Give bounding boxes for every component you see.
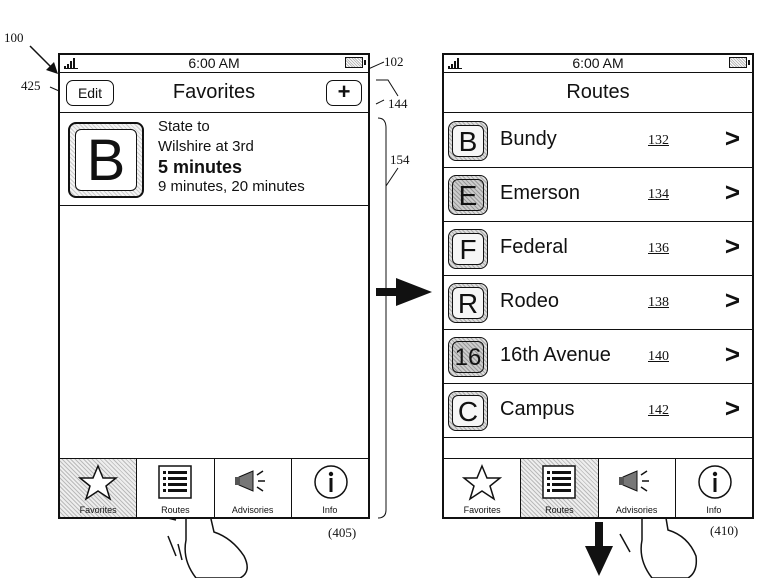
list-icon	[542, 465, 576, 499]
route-badge-letter: E	[452, 179, 484, 211]
status-bar: 6:00 AM	[60, 55, 368, 73]
figure-ref: 100	[4, 30, 24, 45]
route-ref: 136	[648, 241, 669, 256]
route-badge-letter: B	[452, 125, 484, 157]
status-bar: 6:00 AM	[444, 55, 752, 73]
tab-advisories[interactable]: Advisories	[214, 459, 292, 517]
route-badge-letter: 16	[452, 341, 484, 373]
page-title: Favorites	[172, 81, 256, 103]
route-badge: B	[68, 122, 144, 198]
tab-favorites[interactable]: Favorites	[60, 459, 138, 517]
tab-label-favorites: Favorites	[79, 505, 117, 515]
route-name: Federal	[500, 236, 568, 258]
status-time: 6:00 AM	[188, 55, 240, 71]
route-badge: 16	[448, 337, 488, 377]
tab-label-routes: Routes	[161, 505, 190, 515]
route-name: Bundy	[500, 128, 557, 150]
star-icon	[462, 464, 502, 501]
route-row[interactable]: 16 16th Avenue 140 >	[444, 329, 752, 384]
favorite-line1: State to	[158, 118, 210, 135]
route-badge-letter: R	[452, 287, 484, 319]
route-badge: C	[448, 391, 488, 431]
battery-icon	[729, 57, 750, 68]
tab-label-info: Info	[322, 505, 338, 515]
nav-bar: Edit Favorites +	[60, 72, 368, 113]
route-name: Rodeo	[500, 290, 559, 312]
route-badge-letter: C	[452, 395, 484, 427]
tab-info[interactable]: Info	[675, 459, 752, 517]
tab-label-routes: Routes	[545, 505, 574, 515]
nav-bar: Routes	[444, 72, 752, 113]
route-ref: 138	[648, 295, 669, 310]
chevron-right-icon: >	[724, 339, 740, 369]
route-ref: 140	[648, 349, 669, 364]
signal-icon	[64, 58, 78, 69]
megaphone-icon	[618, 470, 649, 492]
edit-ref: 425	[21, 78, 41, 93]
favorite-details: State to Wilshire at 3rd 5 minutes 9 min…	[158, 117, 305, 197]
favorite-line2: Wilshire at 3rd	[158, 138, 254, 155]
route-row[interactable]: E Emerson 134 >	[444, 167, 752, 222]
screen-ref-left: (405)	[328, 525, 357, 540]
tab-advisories[interactable]: Advisories	[598, 459, 676, 517]
chevron-right-icon: >	[724, 177, 740, 207]
route-ref: 134	[648, 187, 669, 202]
tab-label-advisories: Advisories	[615, 505, 658, 515]
tab-label-favorites: Favorites	[463, 505, 501, 515]
route-row[interactable]: F Federal 136 >	[444, 221, 752, 276]
chevron-right-icon: >	[724, 231, 740, 261]
route-badge: F	[448, 229, 488, 269]
edit-button[interactable]: Edit	[66, 80, 114, 106]
routes-screen: 6:00 AM Routes B Bundy 132 > E Emerson 1…	[442, 53, 754, 519]
tab-label-info: Info	[706, 505, 722, 515]
chevron-right-icon: >	[724, 393, 740, 423]
route-badge-letter: F	[452, 233, 484, 265]
star-icon	[78, 464, 118, 501]
route-ref: 142	[648, 403, 669, 418]
content-ref: 154	[390, 152, 410, 167]
megaphone-icon	[234, 470, 265, 492]
info-icon	[698, 465, 732, 499]
status-time: 6:00 AM	[572, 55, 624, 71]
route-row[interactable]: C Campus 142 >	[444, 383, 752, 438]
favorite-next-times: 9 minutes, 20 minutes	[158, 178, 305, 195]
route-row[interactable]: R Rodeo 138 >	[444, 275, 752, 330]
chevron-right-icon: >	[724, 123, 740, 153]
route-name: Campus	[500, 398, 575, 420]
route-badge: E	[448, 175, 488, 215]
screen-ref-right: (410)	[710, 523, 739, 538]
add-button[interactable]: +	[326, 80, 362, 106]
favorites-screen: 6:00 AM Edit Favorites + B State to Wils…	[58, 53, 370, 519]
page-title: Routes	[566, 81, 630, 103]
route-badge: B	[448, 121, 488, 161]
favorite-eta: 5 minutes	[158, 157, 243, 177]
signal-icon	[448, 58, 462, 69]
route-badge-letter: B	[75, 129, 137, 192]
tab-routes[interactable]: Routes	[137, 459, 215, 517]
navbar-ref: 144	[388, 96, 408, 111]
chevron-right-icon: >	[724, 285, 740, 315]
tab-bar: Favorites Routes Advisories	[60, 458, 368, 517]
favorite-item[interactable]: B State to Wilshire at 3rd 5 minutes 9 m…	[60, 113, 368, 206]
tab-bar: Favorites Routes Advisories	[444, 458, 752, 517]
route-row[interactable]: B Bundy 132 >	[444, 113, 752, 168]
route-ref: 132	[648, 133, 669, 148]
tab-label-advisories: Advisories	[231, 505, 274, 515]
tab-favorites[interactable]: Favorites	[444, 459, 522, 517]
tab-info[interactable]: Info	[291, 459, 368, 517]
tab-routes[interactable]: Routes	[521, 459, 599, 517]
list-icon	[158, 465, 192, 499]
route-name: Emerson	[500, 182, 581, 204]
route-badge: R	[448, 283, 488, 323]
route-name: 16th Avenue	[500, 344, 611, 366]
status-ref: 102	[384, 54, 404, 69]
battery-icon	[345, 57, 366, 68]
info-icon	[314, 465, 348, 499]
